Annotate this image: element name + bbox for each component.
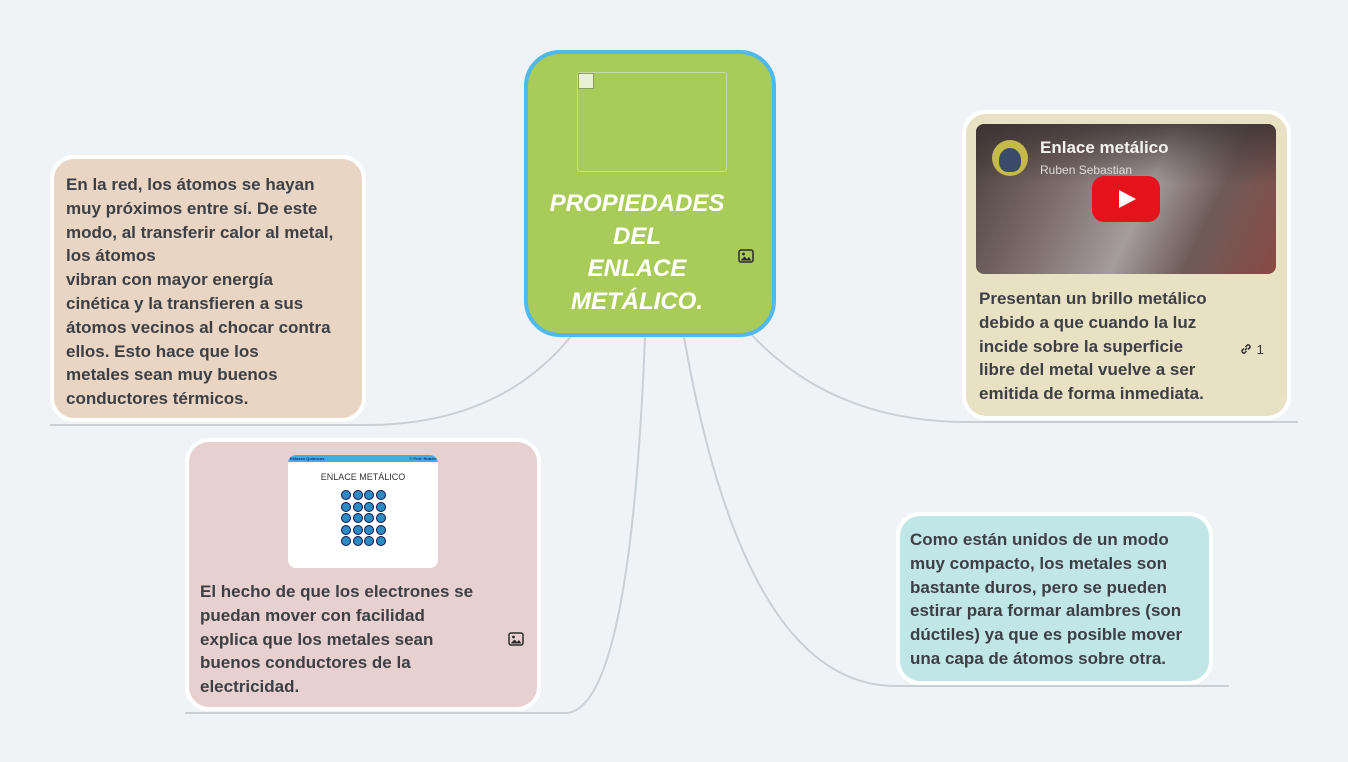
atom-dot — [364, 490, 374, 500]
atom-dot — [364, 524, 374, 535]
slide-title: ENLACE METÁLICO — [320, 472, 406, 482]
atom-grid — [341, 490, 387, 547]
atom-dot — [375, 513, 386, 523]
central-image-placeholder[interactable] — [577, 72, 727, 172]
atom-dot — [364, 536, 374, 546]
atom-dot — [375, 490, 386, 500]
image-icon[interactable] — [738, 249, 754, 263]
atom-dot — [364, 501, 374, 512]
atom-dot — [352, 490, 363, 500]
topic-ductility[interactable]: Como están unidos de un modo muy compact… — [896, 512, 1213, 685]
atom-dot — [352, 536, 363, 546]
topic-text: El hecho de que los electrones se puedan… — [200, 582, 474, 697]
atom-dot — [341, 536, 351, 546]
atom-dot — [364, 513, 374, 523]
central-title: PROPIEDADES DEL ENLACE METÁLICO. — [549, 190, 725, 315]
topic-text: Como están unidos de un modo muy compact… — [910, 530, 1183, 668]
topic-text: Presentan un brillo metálico debido a qu… — [979, 289, 1207, 404]
channel-avatar — [992, 140, 1028, 176]
link-badge[interactable]: 1 — [1239, 338, 1264, 362]
connector-bottom-right — [683, 336, 1229, 687]
topic-metallic-luster[interactable]: Enlace metálico Ruben Sebastian Presenta… — [962, 110, 1291, 420]
video-embed[interactable]: Enlace metálico Ruben Sebastian — [976, 124, 1276, 274]
image-icon[interactable] — [508, 632, 524, 646]
atom-dot — [375, 501, 386, 512]
link-count: 1 — [1256, 342, 1264, 357]
atom-dot — [352, 524, 363, 535]
play-icon[interactable] — [1092, 176, 1160, 222]
atom-dot — [341, 513, 351, 523]
video-title: Enlace metálico — [1040, 138, 1169, 157]
atom-dot — [341, 524, 351, 535]
atom-dot — [352, 513, 363, 523]
video-author: Ruben Sebastian — [1040, 163, 1133, 177]
topic-thermal-conductivity[interactable]: En la red, los átomos se hayan muy próxi… — [50, 155, 366, 422]
atom-dot — [375, 536, 386, 546]
topic-electrical-conductivity[interactable]: Enlaces Químicos © Prof. Rubén ENLACE ME… — [185, 438, 541, 711]
connector-bottom-left — [185, 336, 646, 714]
slide-image[interactable]: Enlaces Químicos © Prof. Rubén ENLACE ME… — [288, 455, 438, 568]
connector-right — [749, 332, 1298, 423]
atom-dot — [375, 524, 386, 535]
central-topic[interactable]: PROPIEDADES DEL ENLACE METÁLICO. — [524, 50, 776, 337]
atom-dot — [341, 501, 351, 512]
atom-dot — [341, 490, 351, 500]
broken-image-icon — [578, 73, 594, 89]
link-icon — [1241, 344, 1251, 354]
connector-left — [50, 334, 573, 426]
atom-dot — [352, 501, 363, 512]
topic-text: En la red, los átomos se hayan muy próxi… — [66, 175, 334, 409]
